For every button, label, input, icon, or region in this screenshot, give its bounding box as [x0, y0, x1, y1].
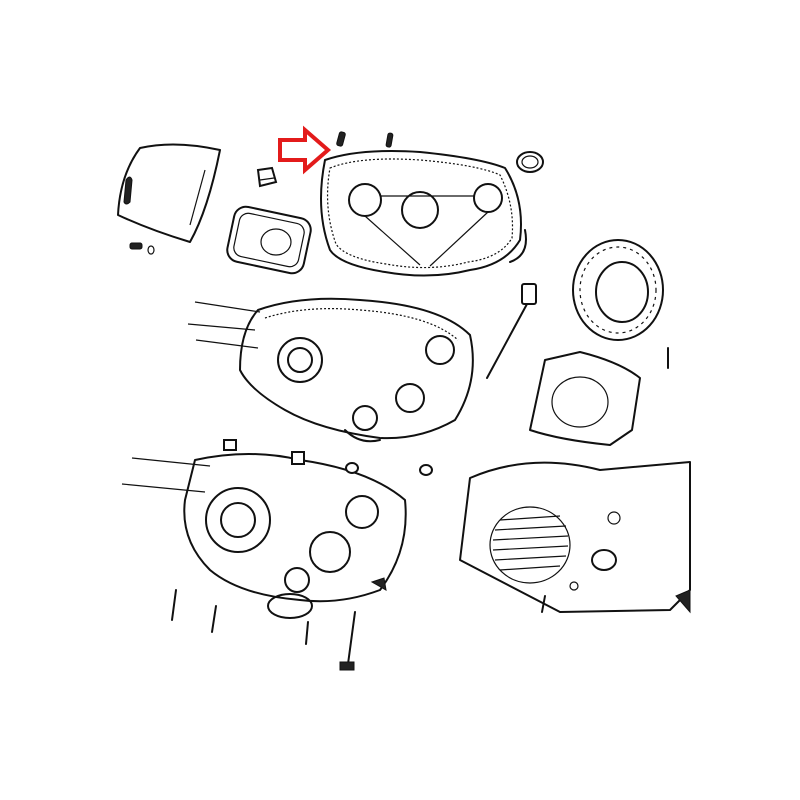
flywheel: [572, 239, 669, 369]
small-clip: [256, 166, 278, 188]
engine-cover: [459, 461, 691, 614]
headlamp-glass: [117, 143, 221, 243]
lower-case: [121, 439, 433, 619]
bolts: [171, 589, 546, 671]
fan-shroud: [529, 351, 641, 446]
small-screws: [129, 242, 155, 255]
dipstick: [486, 283, 537, 379]
seal-ring: [516, 151, 544, 173]
highlight-arrow: [278, 125, 332, 175]
cover-screws[interactable]: [336, 131, 394, 148]
inspection-cover: [226, 205, 312, 275]
clutch-cover: [320, 150, 527, 277]
middle-case: [187, 297, 474, 443]
